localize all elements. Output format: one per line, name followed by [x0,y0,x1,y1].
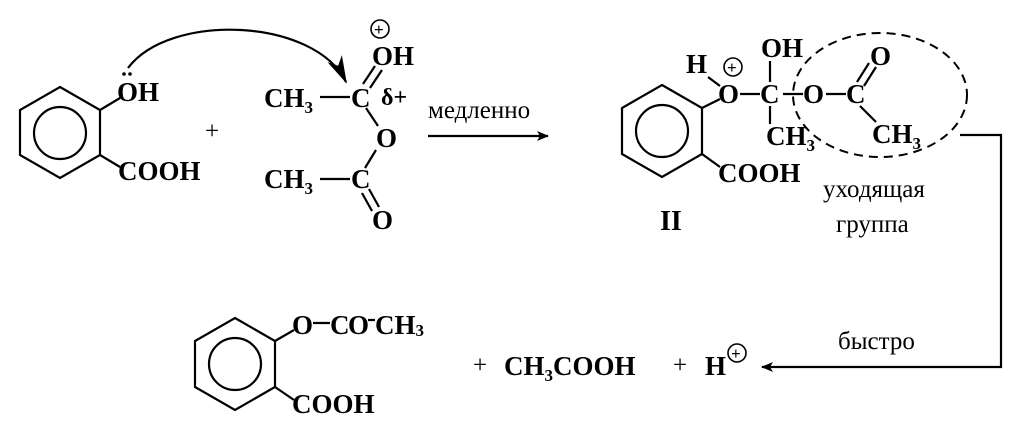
bond-c-ch3-acyl [859,105,877,123]
benzene-ring-2 [620,83,704,179]
leaving-group-label-2: группа [836,211,909,238]
positive-charge-circle [370,19,390,39]
oxonium-charge: + [727,58,737,77]
bond-c-cooh [99,154,121,168]
bond-o-c [364,149,377,169]
ester-c-product: C [330,310,350,340]
benzene-ring-1 [18,85,102,180]
carbonyl-oxygen-bottom: O [372,205,393,235]
lone-pair-dot [122,72,126,76]
methyl-top: CH3 [264,83,313,117]
salicylic-acid: OH COOH [18,72,201,186]
curved-attack-arrow [127,28,347,84]
plus-sign: + [205,118,219,145]
protonated-oh: OH [372,41,414,71]
oxonium-charge-circle [723,57,743,77]
lone-pair-dot [128,72,132,76]
leaving-group-ellipse [792,32,968,158]
double-bond-a [362,65,376,85]
acyl-carbon: C [846,79,866,109]
bond-ring-o [701,98,721,109]
ester-o2-product: O [348,310,369,340]
hydroxyl-top: OH [761,33,803,63]
carboxyl-product: COOH [292,389,375,419]
methyl-acyl: CH3 [872,119,921,153]
tetrahedral-carbon: C [760,79,780,109]
carboxyl-cooh: COOH [118,156,201,186]
reaction-arrow-fast [761,133,1003,372]
arrow-label-slow: медленно [428,97,530,124]
acyl-oxygen: O [870,41,891,71]
acyl-double-bond-b [863,66,877,87]
aspirin-product: O C O CH3 COOH [193,310,424,419]
methyl-product: CH3 [375,310,424,340]
arrow-label-fast: быстро [838,328,915,355]
bond-c-oh [99,97,121,111]
carbonyl-carbon-bottom: C [351,164,371,194]
double-bond-d [368,188,380,208]
double-bond-c [361,192,373,212]
leaving-group-label-1: уходящая [823,176,925,203]
oxonium-oxygen: O [718,79,739,109]
benzene-ring-3 [193,316,277,412]
methyl-intermediate: CH3 [766,121,815,155]
proton-h: H [705,351,726,381]
positive-charge: + [374,20,384,39]
ester-oxygen: O [803,79,824,109]
double-bond-b [369,69,383,89]
aromatic-circle-1 [32,105,88,161]
acetic-acid: CH3COOH [504,351,636,385]
hydroxyl-oh: OH [117,77,159,107]
bond-c-o-bridge [365,107,379,127]
bond-ring-o-product [274,329,295,342]
delta-plus: δ+ [381,85,407,111]
proton-charge-circle [727,343,747,363]
bridge-oxygen: O [376,123,397,153]
methyl-bottom: CH3 [264,164,313,198]
hydrogen-label: H [686,49,707,79]
plus-sign-3: + [673,352,687,379]
intermediate-ii: H + O C OH CH3 O C O CH3 COOH II [620,33,921,237]
carbonyl-carbon-top: C [351,83,371,113]
bond-ring-cooh-product [274,386,295,401]
aromatic-circle-2 [634,103,690,159]
bond-ring-cooh [701,153,721,168]
intermediate-label: II [660,206,682,237]
aromatic-circle-3 [207,336,263,392]
plus-sign-2: + [473,352,487,379]
acyl-double-bond-a [856,62,870,83]
bond-h-o [707,76,721,87]
ester-o-product: O [292,310,313,340]
proton-charge: + [731,344,741,363]
acetic-anhydride-protonated: + OH CH3 C δ+ O CH3 C O [264,19,414,235]
carboxyl-intermediate: COOH [718,158,801,188]
